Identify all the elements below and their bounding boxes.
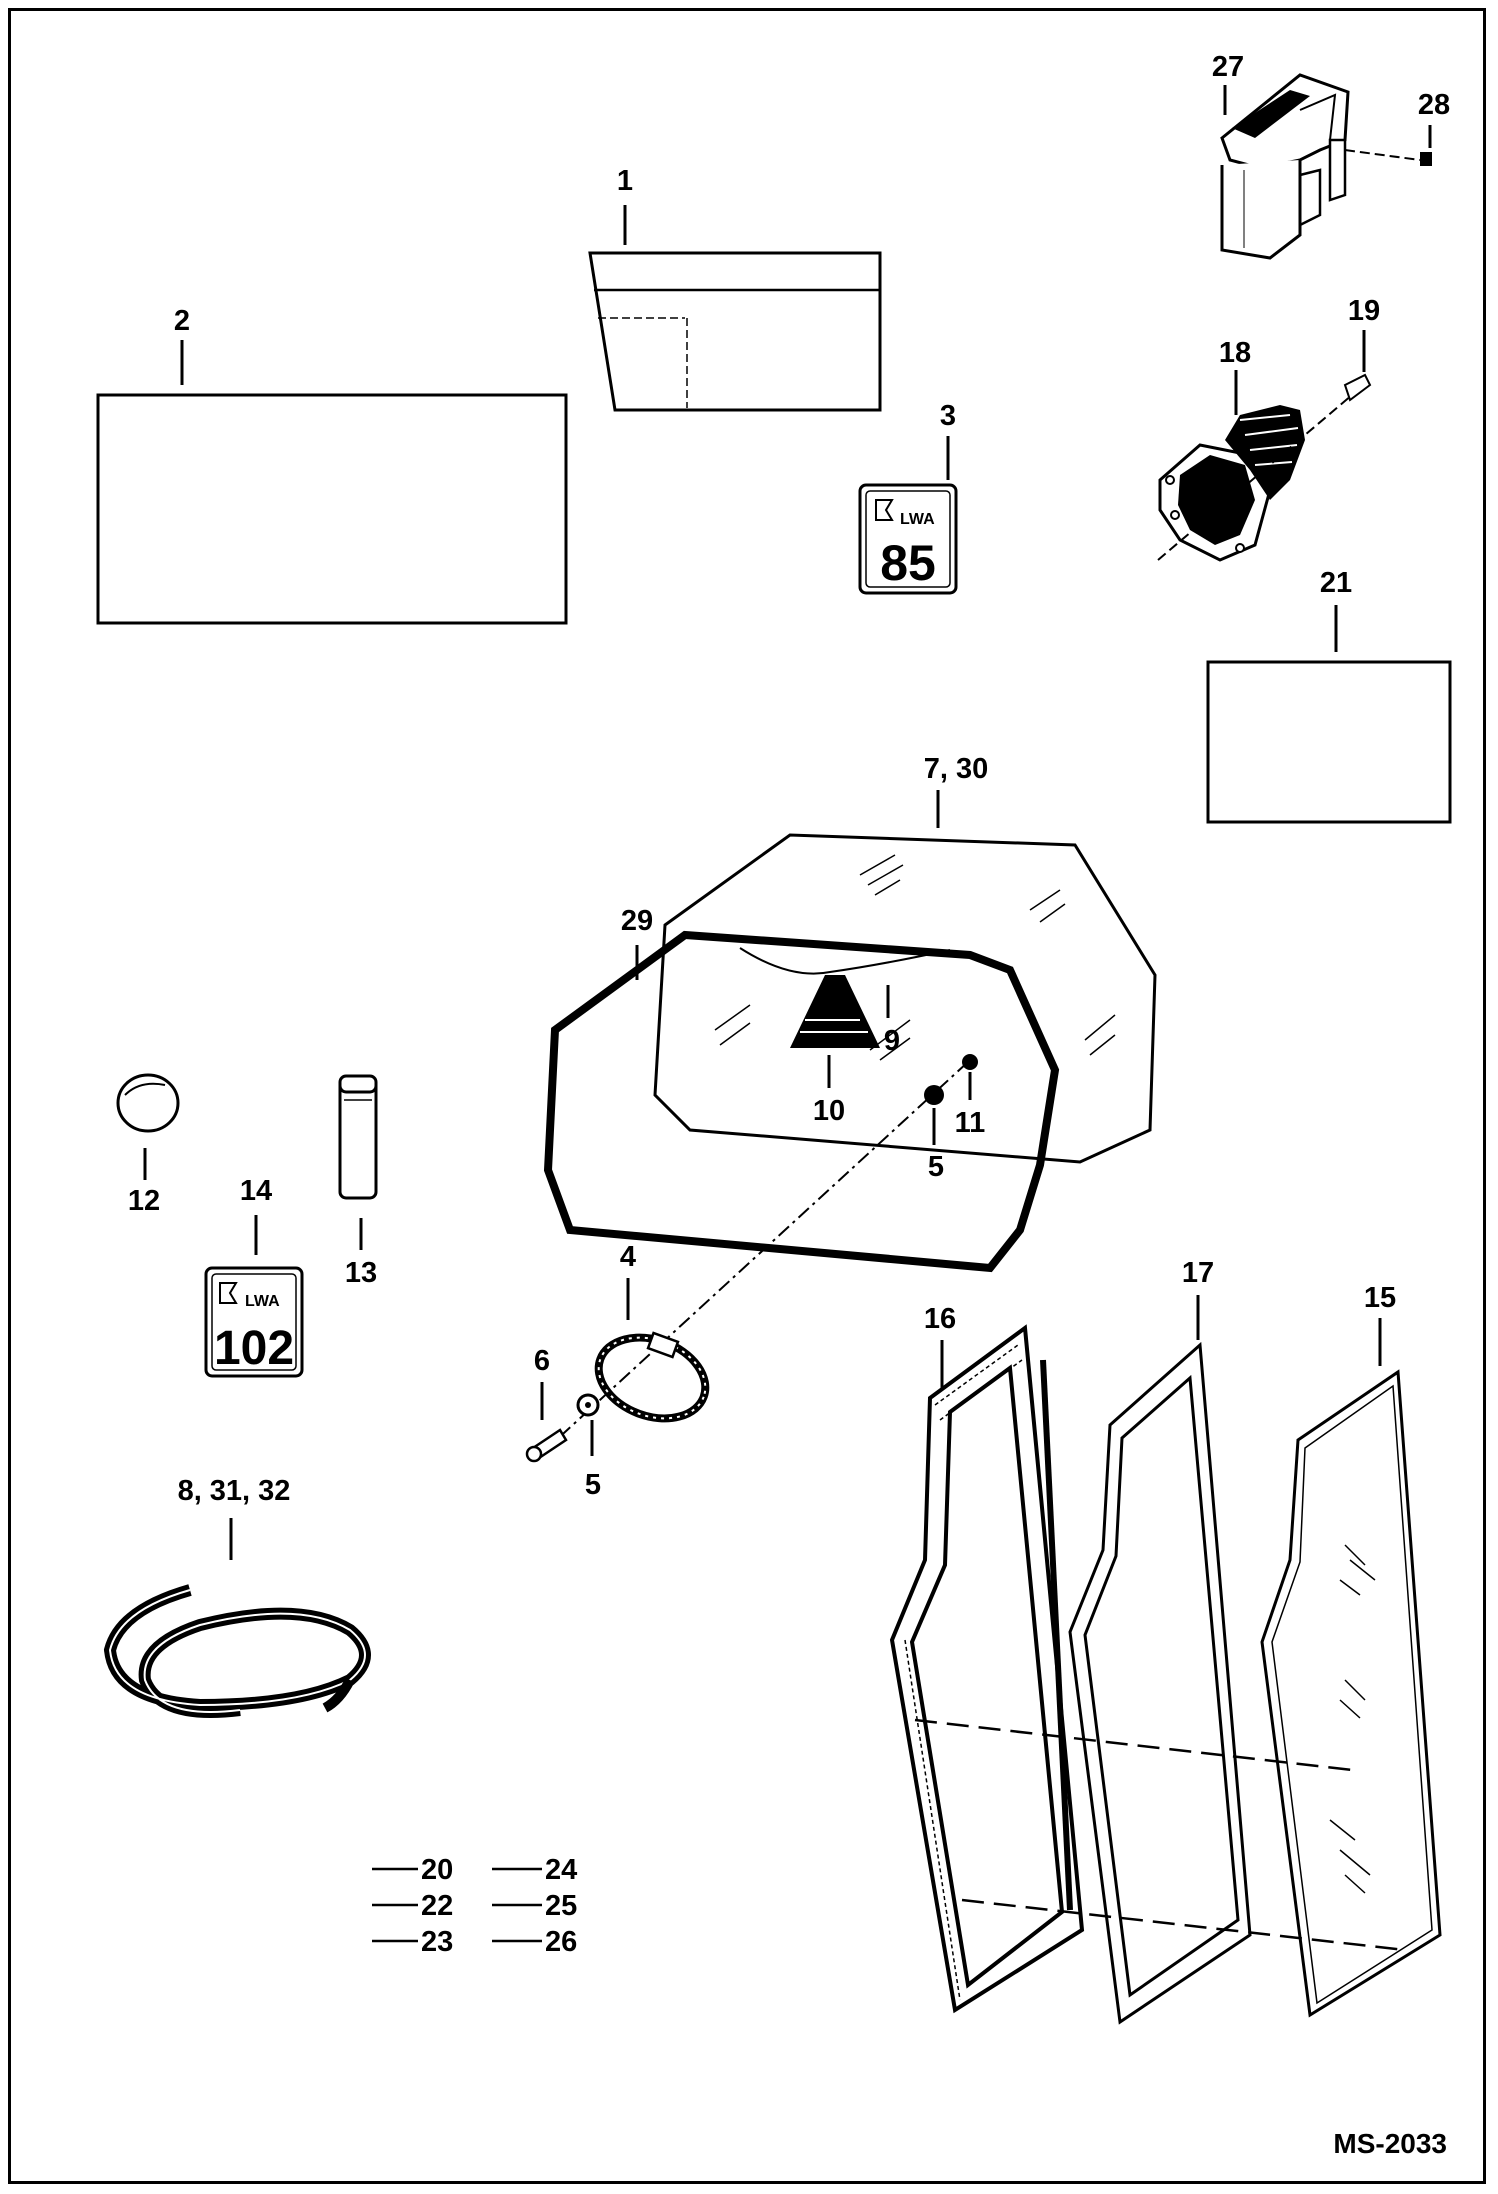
callout-17: 17 (1182, 1257, 1214, 1289)
item-14-noise-decal: LWA 102 (204, 1215, 304, 1378)
item-1-manual (588, 205, 882, 412)
callout-8-31-32: 8, 31, 32 (178, 1475, 291, 1507)
callout-18: 18 (1219, 337, 1251, 369)
item-8-hose (103, 1518, 371, 1718)
decal-102-unit: LWA (245, 1293, 280, 1310)
item-4-clamp (594, 1278, 710, 1423)
callout-2: 2 (174, 305, 190, 337)
item-20-ref: 20 (421, 1854, 453, 1886)
callout-16: 16 (924, 1303, 956, 1335)
callout-4: 4 (620, 1241, 636, 1273)
mounting-axis (539, 1061, 969, 1456)
item-9-hammer-cord (739, 947, 951, 1018)
decal-85-value: 85 (880, 535, 936, 591)
item-25-ref: 25 (545, 1890, 577, 1922)
callout-12: 12 (128, 1185, 160, 1217)
unillustrated-items: 20 22 23 24 25 26 (372, 1854, 577, 1958)
item-15-side-window (1260, 1318, 1442, 2018)
item-23-ref: 23 (421, 1926, 453, 1958)
item-16-seal (889, 1324, 1085, 2014)
alignment-line-upper (914, 1718, 1353, 1772)
callout-10: 10 (813, 1095, 845, 1127)
callout-13: 13 (345, 1257, 377, 1289)
item-27-manual-holder (1220, 73, 1350, 260)
callout-7-30: 7, 30 (924, 753, 989, 785)
callout-28: 28 (1418, 89, 1450, 121)
figure-border (8, 8, 1486, 2184)
item-10-hammer-decal (790, 975, 880, 1088)
item-5-washer-lower (576, 1393, 600, 1456)
callout-15: 15 (1364, 1282, 1396, 1314)
item-22-ref: 22 (421, 1890, 453, 1922)
item-3-noise-decal: LWA 85 (858, 436, 958, 595)
callout-21: 21 (1320, 567, 1352, 599)
item-2-manual (96, 340, 568, 625)
item-28-screw (1344, 125, 1432, 166)
callout-3: 3 (940, 400, 956, 432)
callout-6: 6 (534, 1345, 550, 1377)
item-17-seal (1068, 1295, 1252, 2025)
callout-5-upper: 5 (928, 1151, 944, 1183)
callout-5-lower: 5 (585, 1469, 601, 1501)
item-26-ref: 26 (545, 1926, 577, 1958)
item-12-plug (116, 1073, 180, 1180)
item-21-decal (1206, 605, 1452, 824)
alignment-line-lower (961, 1898, 1406, 1952)
callout-1: 1 (617, 165, 633, 197)
figure-reference: MS-2033 (1333, 2128, 1447, 2159)
callout-14: 14 (240, 1175, 272, 1207)
item-24-ref: 24 (545, 1854, 577, 1886)
callout-29: 29 (621, 905, 653, 937)
callout-27: 27 (1212, 51, 1244, 83)
item-13-tube (338, 1074, 378, 1250)
item-5-washer-upper (924, 1085, 944, 1145)
item-19-screw (1157, 330, 1372, 561)
callout-19: 19 (1348, 295, 1380, 327)
callout-9: 9 (884, 1025, 900, 1057)
callout-11: 11 (955, 1107, 986, 1139)
decal-102-value: 102 (214, 1322, 294, 1375)
item-11-nut (962, 1054, 978, 1100)
item-29-window-seal (543, 930, 1060, 1273)
item-18-boot (1158, 370, 1305, 562)
decal-85-unit: LWA (900, 511, 935, 528)
item-7-front-window (653, 790, 1157, 1164)
item-6-bolt (525, 1382, 568, 1463)
